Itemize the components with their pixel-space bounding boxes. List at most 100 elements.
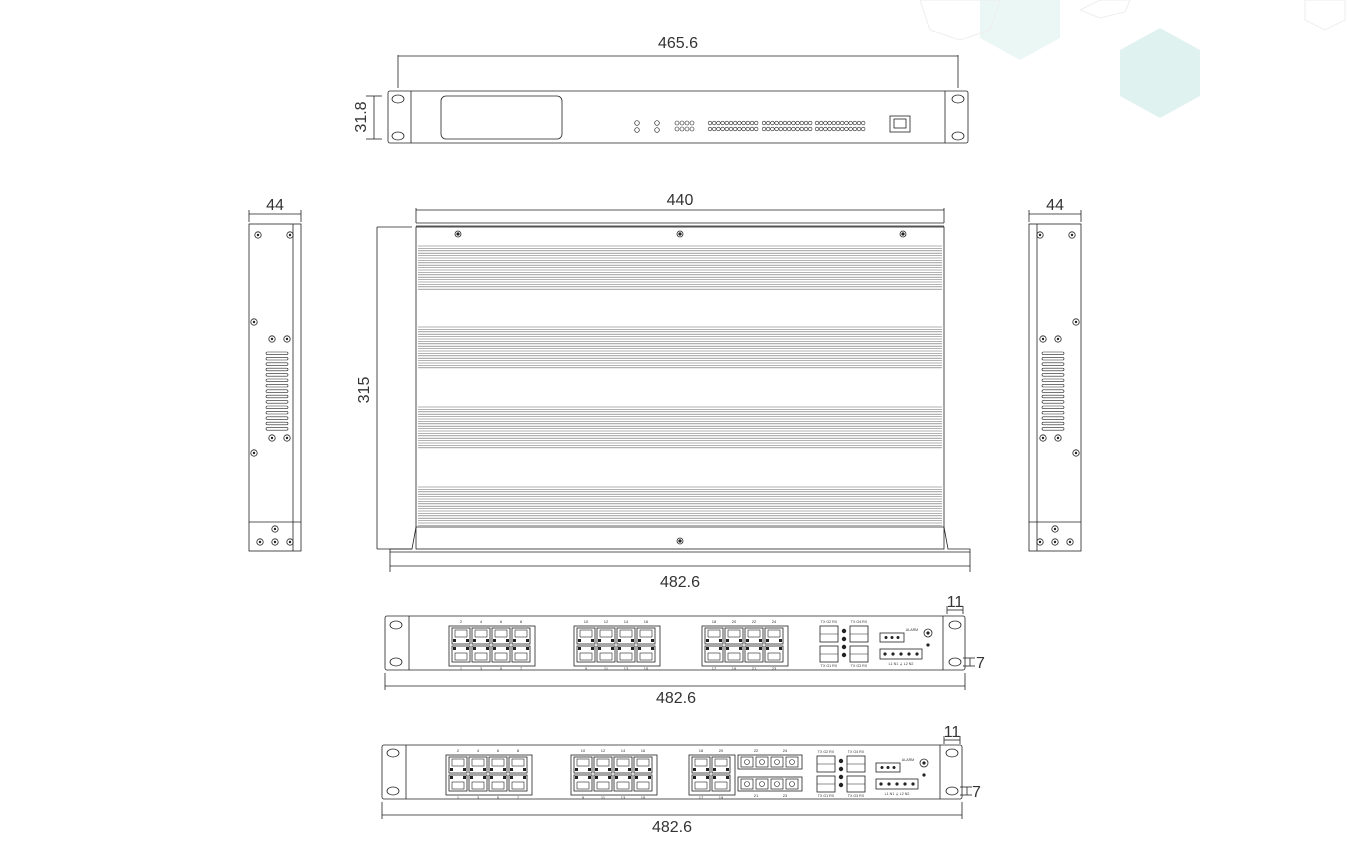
rj45-port: [691, 756, 711, 774]
ground-screw: [919, 758, 929, 768]
vent-slot: [265, 405, 289, 409]
port-led: [728, 120, 734, 126]
rj45-port: [613, 756, 633, 774]
port-led: [814, 120, 820, 126]
sfp-led: [841, 644, 847, 650]
vent-slot: [265, 416, 289, 420]
rj45-led: [490, 768, 493, 771]
rj45-jack: [714, 758, 728, 767]
sfp-led: [841, 636, 847, 642]
port-led: [856, 120, 862, 126]
rj45-port: [744, 627, 764, 645]
rj45-led: [493, 639, 496, 642]
vent-slot: [265, 357, 289, 361]
led-g: [679, 120, 685, 126]
port-led: [741, 120, 746, 126]
fiber-block: [737, 776, 803, 792]
rj45-led: [693, 776, 696, 779]
port-label-top: 16: [644, 619, 649, 624]
port-label-bottom: 13: [621, 795, 626, 800]
port-label-top: 22: [752, 619, 757, 624]
port-led: [856, 126, 862, 132]
port-led: [808, 120, 813, 126]
port-led: [754, 120, 759, 126]
fiber-block: [737, 754, 803, 770]
rj45-port: [468, 756, 488, 774]
sfp-label-bottom: TX G3 RX: [851, 664, 868, 668]
alarm-pin: [884, 636, 888, 639]
status-led: [634, 127, 640, 133]
port-led: [770, 120, 775, 126]
rj45-led: [588, 768, 591, 771]
rj45-block: [448, 625, 536, 667]
front-panel-2-body: [381, 744, 963, 800]
screw: [250, 449, 258, 457]
rj45-block: [573, 625, 661, 667]
rj45-jack: [514, 629, 528, 638]
rj45-jack: [451, 781, 465, 790]
rj45-port: [451, 645, 471, 663]
port-led: [827, 120, 832, 126]
rj45-led: [615, 768, 618, 771]
rj45-led: [486, 647, 489, 650]
rj45-led: [739, 639, 742, 642]
rj45-port: [616, 645, 636, 663]
rj45-jack: [596, 781, 610, 790]
port-label-top: 8: [517, 748, 520, 753]
port-led: [761, 120, 767, 126]
rj45-port: [633, 774, 653, 792]
port-led: [819, 120, 824, 126]
rj45-led: [588, 776, 591, 779]
sfp-led: [838, 758, 844, 764]
port-led: [741, 126, 746, 132]
screw-center: [270, 337, 274, 341]
port-led: [724, 120, 729, 126]
rj45-led: [611, 647, 614, 650]
port-led: [707, 120, 713, 126]
rj45-led: [719, 647, 722, 650]
port-label-top: 4: [480, 619, 483, 624]
fiber-ferrule: [774, 781, 780, 787]
port-label-top: 8: [520, 619, 523, 624]
power-pin: [883, 652, 887, 656]
port-led: [778, 126, 783, 132]
port-led: [861, 120, 866, 126]
port-label-top: 6: [500, 619, 503, 624]
rj45-port: [573, 774, 593, 792]
vent-slot: [1041, 427, 1065, 431]
rj45-jack: [616, 758, 630, 767]
heat-sink-fins: [418, 245, 942, 526]
port-label-top: 2: [457, 748, 460, 753]
screw-center: [273, 527, 277, 531]
screw-center: [1074, 320, 1078, 324]
port-label-top: 6: [497, 748, 500, 753]
alarm-label: ALARM: [902, 758, 914, 762]
screw: [250, 318, 258, 326]
screw-center: [258, 540, 262, 544]
screw: [1051, 525, 1059, 533]
rj45-led: [513, 639, 516, 642]
rj45-jack: [454, 652, 468, 661]
rj45-port: [724, 645, 744, 663]
rj45-jack: [511, 781, 525, 790]
rj45-led: [453, 639, 456, 642]
rj45-led: [635, 776, 638, 779]
rj45-jack: [727, 629, 741, 638]
port-label-bottom: 3: [480, 666, 483, 671]
port-led: [766, 126, 771, 132]
sfp-label-bottom: TX G1 RX: [818, 794, 835, 798]
screw: [1036, 538, 1044, 546]
fiber-ferrule: [759, 759, 765, 765]
power-pin: [891, 652, 895, 656]
rj45-led: [719, 639, 722, 642]
led-g: [674, 126, 680, 132]
rj45-port: [691, 774, 711, 792]
port-led: [827, 126, 832, 132]
screw-center: [270, 436, 274, 440]
rj45-led: [466, 639, 469, 642]
rj45-jack: [576, 781, 590, 790]
vent-slot: [1041, 416, 1065, 420]
screw-plan-2: [676, 230, 684, 238]
left-side-body: [248, 223, 302, 552]
